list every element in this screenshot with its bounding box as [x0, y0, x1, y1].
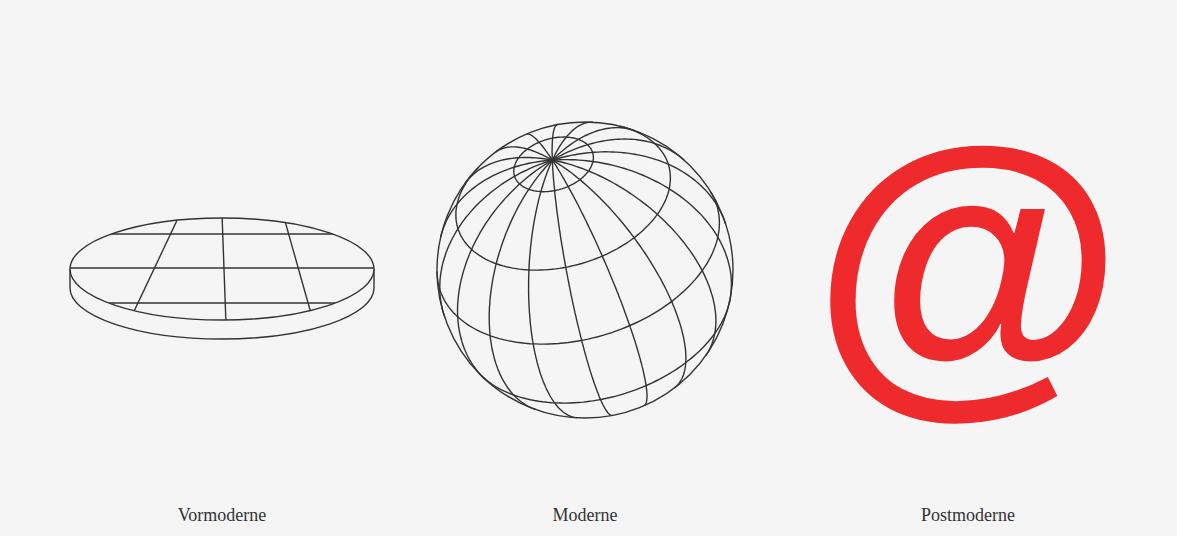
- globe-meridian: [552, 160, 647, 406]
- globe-meridian: [527, 134, 553, 160]
- globe-meridian: [489, 160, 552, 409]
- wireframe-globe: [437, 122, 733, 418]
- globe-meridian: [529, 160, 577, 418]
- disc-grid: [60, 214, 390, 324]
- globe-meridian: [465, 158, 553, 185]
- globe-meridian: [552, 160, 612, 415]
- caption-label: Vormoderne: [178, 505, 267, 527]
- caption-label: Moderne: [553, 505, 618, 527]
- globe-meridian: [440, 160, 553, 316]
- globe-outline: [437, 122, 733, 418]
- flat-disc: [60, 214, 390, 339]
- globe-meridian: [458, 160, 553, 380]
- globe-parallel: [437, 192, 719, 344]
- caption-label: Postmoderne: [921, 505, 1015, 527]
- globe-meridian: [552, 160, 716, 356]
- globe-meridian: [552, 152, 725, 224]
- globe-meridian: [552, 139, 684, 160]
- globe-meridian: [441, 160, 553, 237]
- globe-parallel: [481, 301, 730, 403]
- at-symbol: @: [812, 102, 1124, 422]
- globe-meridian: [552, 160, 731, 303]
